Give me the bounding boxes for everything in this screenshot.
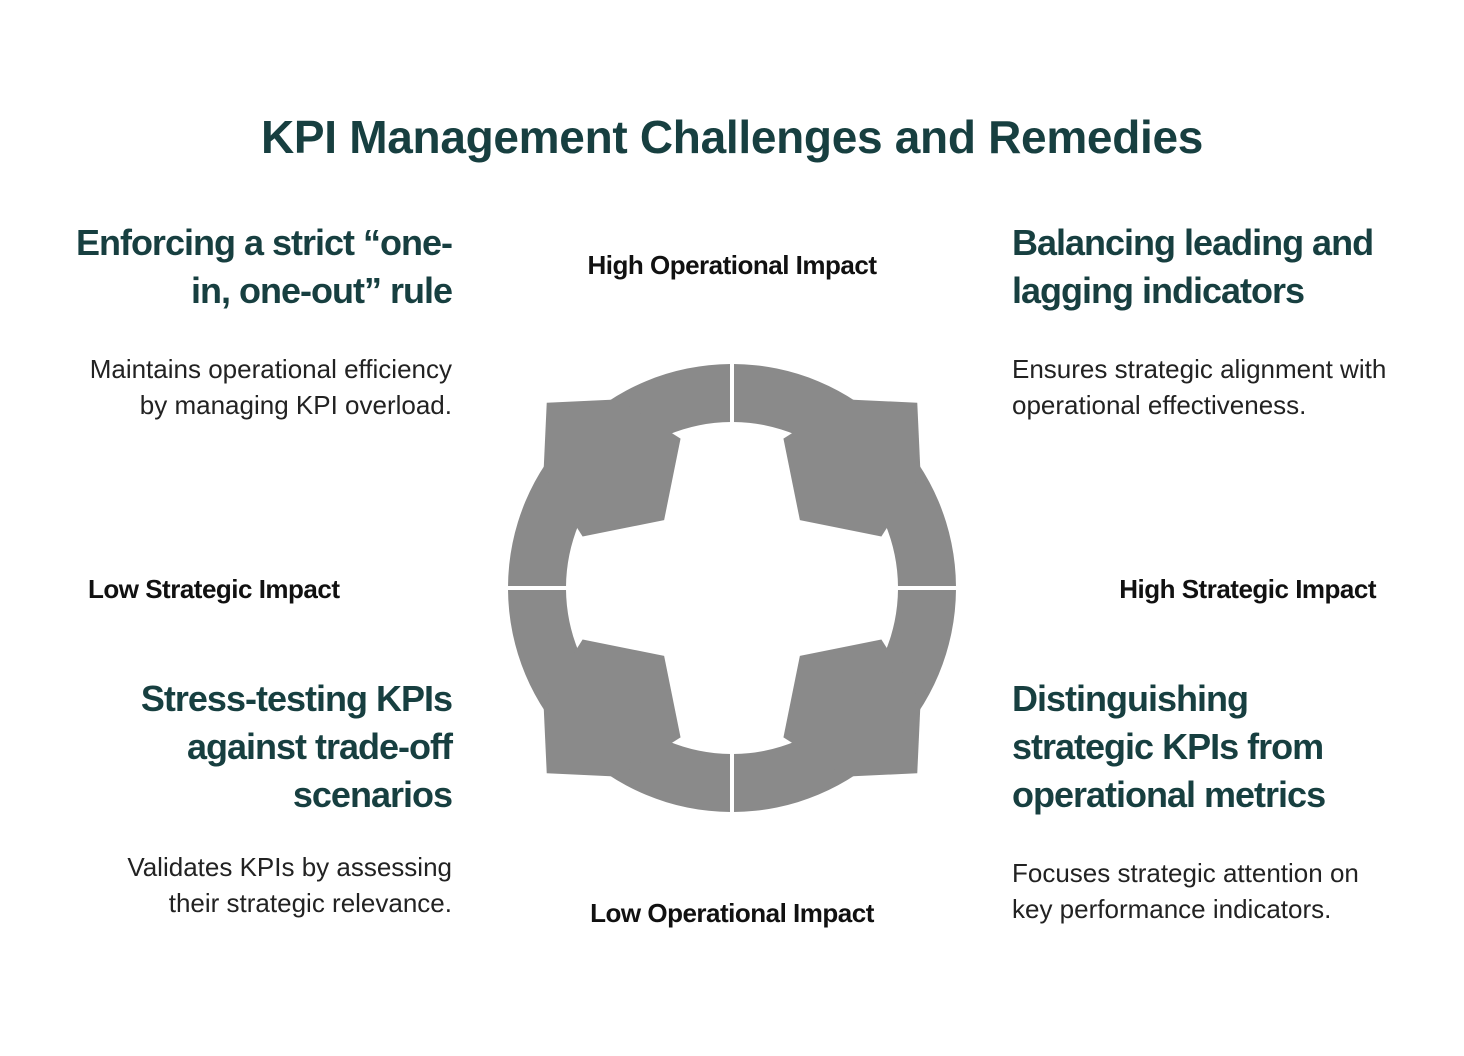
quadrant-description: Validates KPIs by assessing their strate… bbox=[127, 852, 452, 918]
axis-label-high-operational: High Operational Impact bbox=[587, 250, 878, 280]
cycle-segment-top-right bbox=[733, 364, 956, 587]
cycle-arrowhead-top-right bbox=[783, 399, 921, 537]
quadrant-description: Ensures strategic alignment with operati… bbox=[1012, 354, 1387, 420]
cycle-segment-bottom-left bbox=[508, 589, 731, 812]
axis-label-low-strategic: Low Strategic Impact bbox=[88, 574, 340, 604]
cycle-segment-top-left bbox=[508, 364, 731, 587]
cycle-arrowhead-top-left bbox=[543, 399, 681, 537]
page-title: KPI Management Challenges and Remedies bbox=[260, 111, 1204, 163]
quadrant-top-left: Enforcing a strict “one-in, one-out” rul… bbox=[72, 219, 453, 423]
cycle-arrowhead-bottom-right bbox=[783, 639, 921, 777]
quadrant-top-right: Balancing leading and lagging indicators… bbox=[1012, 219, 1392, 423]
axis-label-high-strategic: High Strategic Impact bbox=[1119, 574, 1376, 604]
quadrant-title: Stress-testing KPIs against trade-off sc… bbox=[140, 678, 453, 815]
quadrant-description: Focuses strategic attention on key perfo… bbox=[1012, 858, 1359, 924]
cycle-segment-bottom-right bbox=[733, 589, 956, 812]
quadrant-title: Distinguishing strategic KPIs from opera… bbox=[1012, 678, 1326, 815]
quadrant-bottom-right: Distinguishing strategic KPIs from opera… bbox=[1012, 675, 1392, 927]
quadrant-title: Enforcing a strict “one-in, one-out” rul… bbox=[75, 222, 453, 311]
quadrant-title: Balancing leading and lagging indicators bbox=[1012, 222, 1374, 311]
cycle-arrowhead-bottom-left bbox=[543, 639, 681, 777]
quadrant-bottom-left: Stress-testing KPIs against trade-off sc… bbox=[72, 675, 453, 921]
axis-label-low-operational: Low Operational Impact bbox=[590, 898, 874, 928]
quadrant-description: Maintains operational efficiency by mana… bbox=[89, 354, 452, 420]
cycle-ring-diagram bbox=[504, 360, 960, 816]
